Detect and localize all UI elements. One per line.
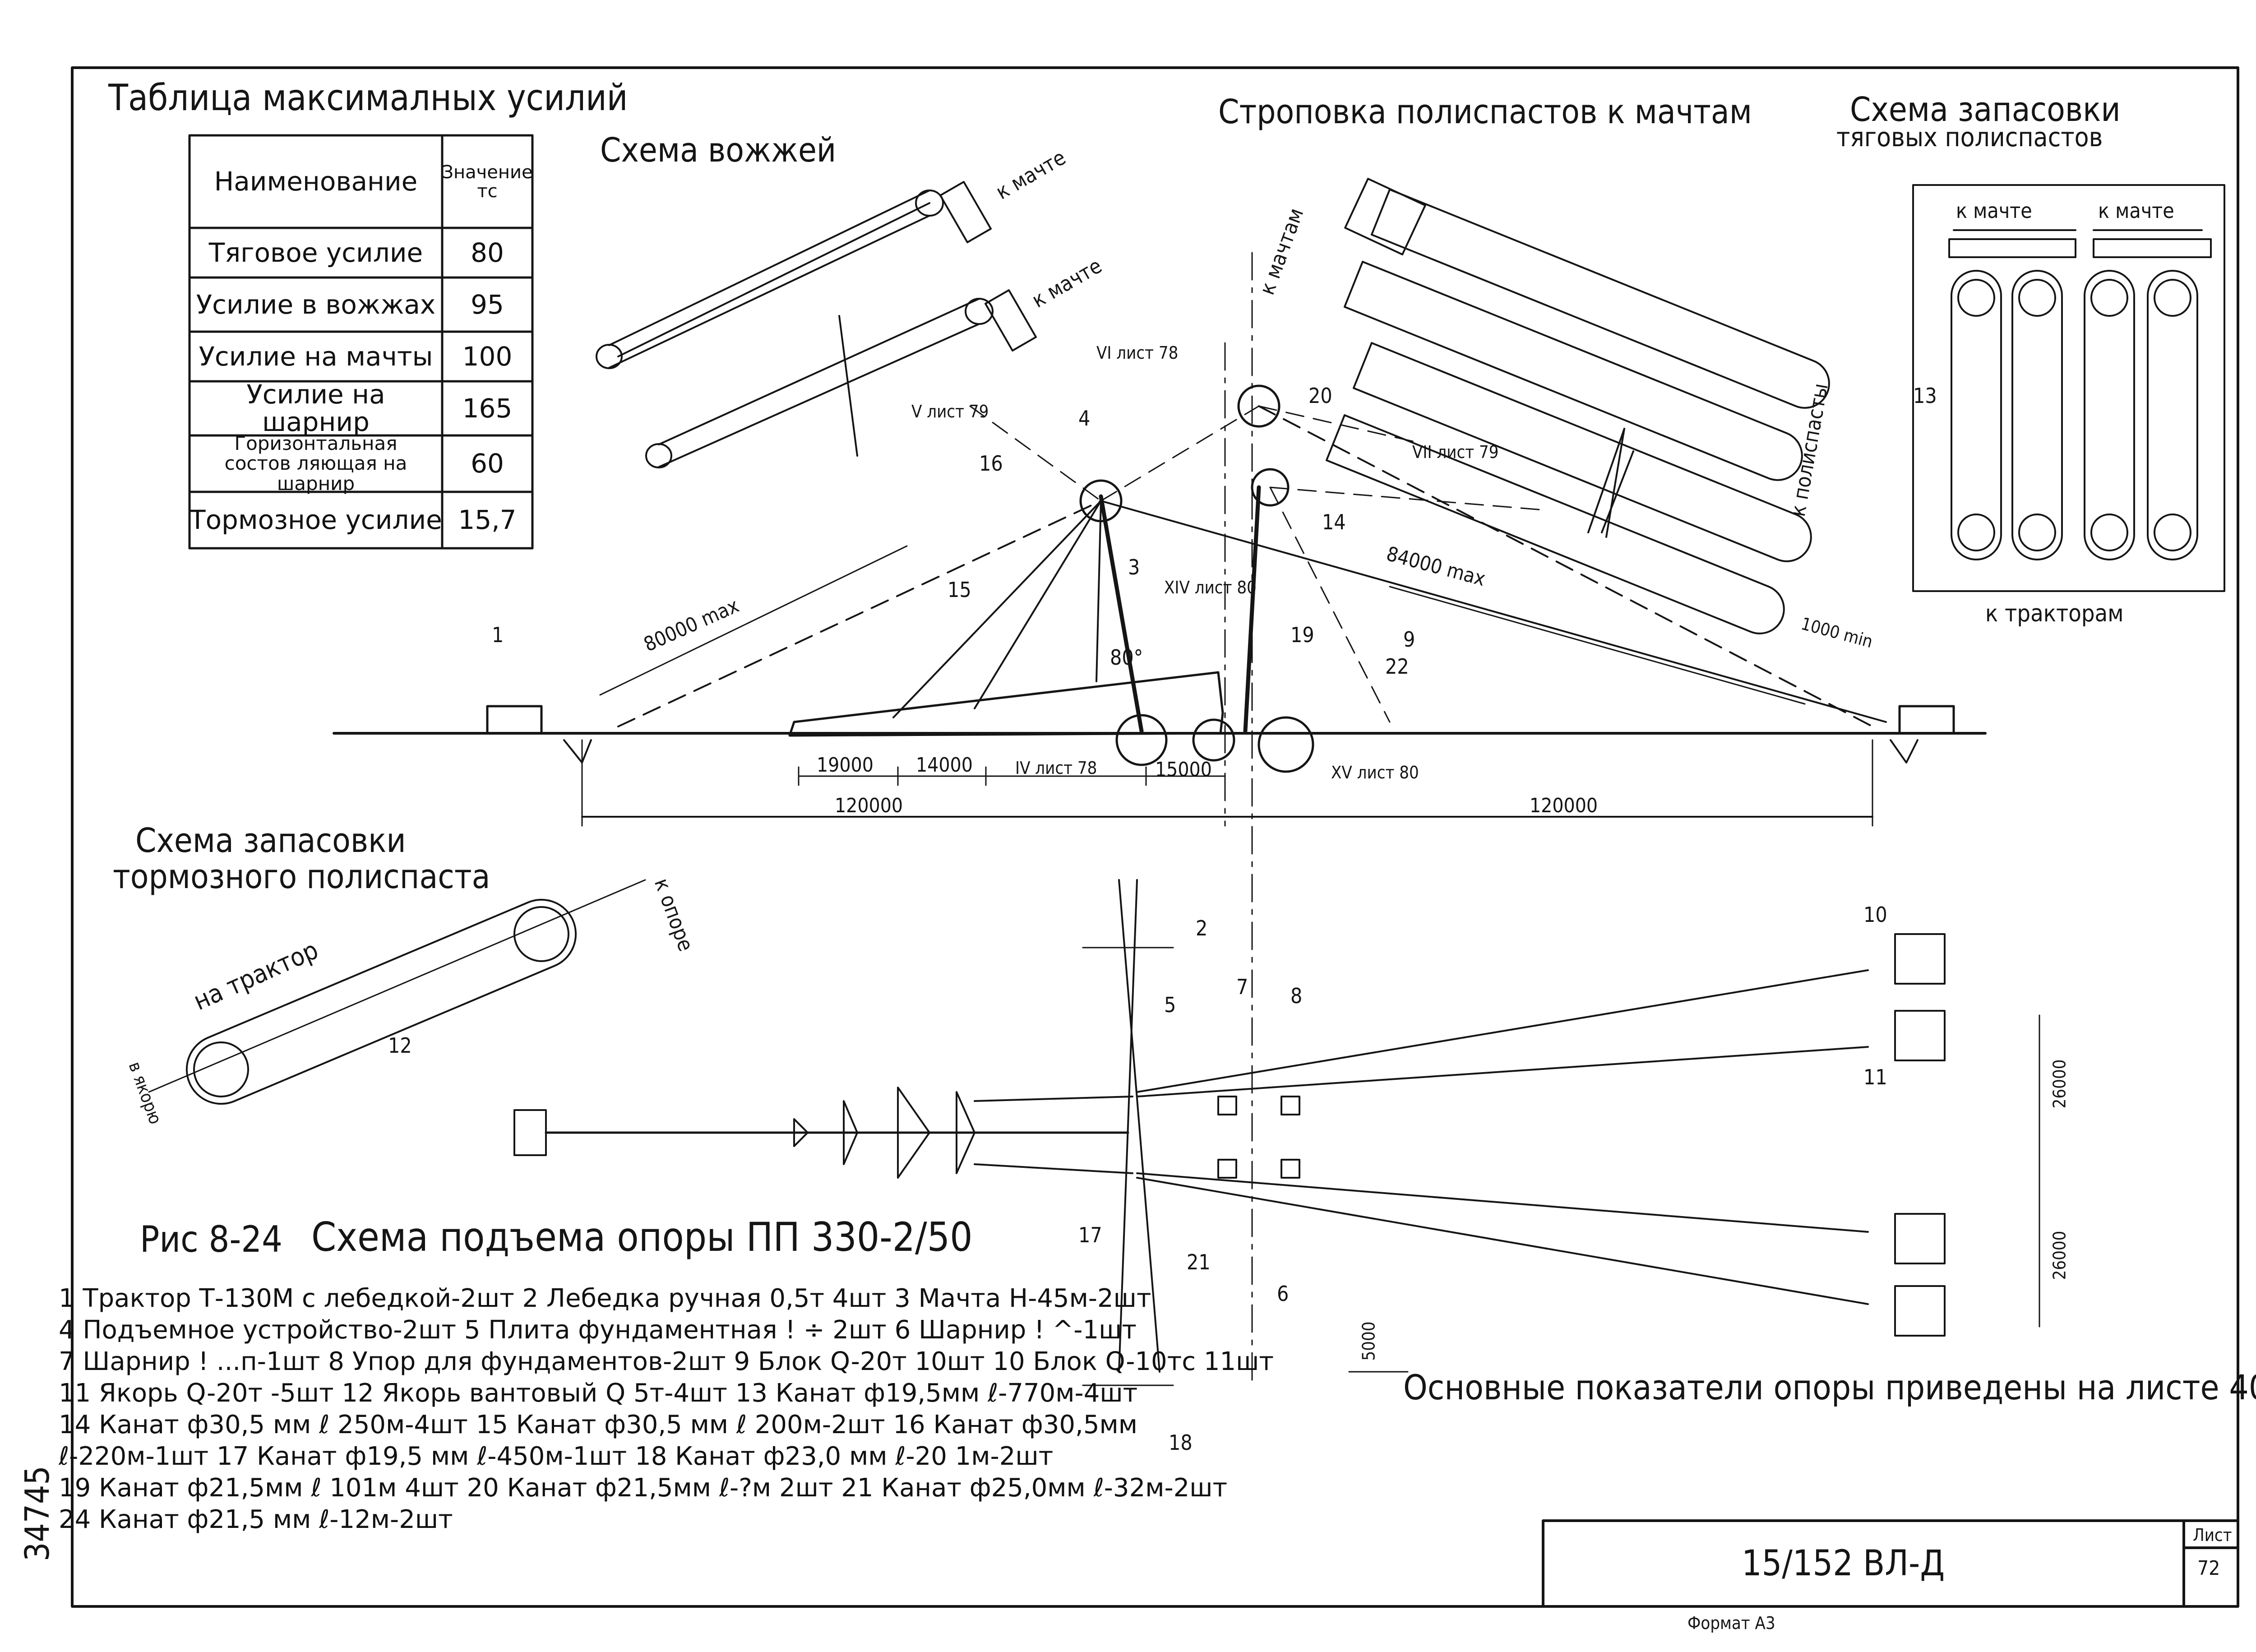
sling-scheme-title: Строповка полиспастов к мачтам <box>1218 93 1752 131</box>
table-header-name: Наименование <box>214 166 418 197</box>
callout-22: 22 <box>1385 654 1409 679</box>
plan-view <box>513 879 2040 1386</box>
table-row-4-value: 165 <box>462 393 513 424</box>
reins-scheme-title: Схема вожжей <box>600 131 837 170</box>
callout-11: 11 <box>1863 1065 1887 1089</box>
label-to-tractors: к тракторам <box>1985 600 2124 627</box>
ref-v: V лист 79 <box>911 402 989 421</box>
table-row-3-value: 100 <box>462 341 513 372</box>
table-row-5-value: 60 <box>471 448 504 479</box>
callout-12: 12 <box>388 1033 412 1058</box>
table-row-6-value: 15,7 <box>458 504 517 536</box>
reins-scheme <box>596 181 1037 468</box>
traction-rope-left <box>617 500 1102 727</box>
mast-head-right <box>1251 468 1290 507</box>
label-to-mast-4: к мачте <box>2098 199 2174 223</box>
callout-17: 17 <box>1078 1223 1102 1247</box>
ref-xiv: XIV лист 80 <box>1164 578 1257 597</box>
sheet-number: 72 <box>2197 1557 2220 1580</box>
figure-title: Схема подъема опоры ПП 330-2/50 <box>311 1214 973 1260</box>
callout-6: 6 <box>1277 1282 1289 1306</box>
table-header-value: Значение тс <box>442 162 533 202</box>
dim-5000: 5000 <box>1359 1321 1379 1361</box>
callout-13: 13 <box>1913 384 1937 408</box>
brake-reeving-title-1: Схема запасовки <box>135 821 406 860</box>
callout-7: 7 <box>1236 975 1248 999</box>
sheet-frame <box>71 66 2239 1608</box>
ref-iv: IV лист 78 <box>1015 758 1097 778</box>
table-row-4-name: Усилие на шарнир <box>246 379 385 437</box>
brake-reeving-scheme <box>148 879 646 1105</box>
legend-line-6: ℓ-220м-1шт 17 Канат ф19,5 мм ℓ-450м-1шт … <box>59 1442 1054 1471</box>
table-row-1-name: Тяговое усилие <box>208 237 423 268</box>
mast-right <box>1243 485 1261 733</box>
callout-8: 8 <box>1290 984 1303 1008</box>
table-row-3-name: Усилие на мачты <box>199 341 433 372</box>
tractor-right-elev <box>1898 705 1955 735</box>
legend-line-8: 24 Канат ф21,5 мм ℓ-12м-2шт <box>59 1505 453 1534</box>
dim-26000-a: 26000 <box>2049 1059 2070 1109</box>
drawing-code: 15/152 ВЛ-Д <box>1742 1543 1945 1584</box>
table-row-2-value: 95 <box>471 289 504 320</box>
legend-line-5: 14 Канат ф30,5 мм ℓ 250м-4шт 15 Канат ф3… <box>59 1410 1137 1439</box>
tractor-left-elev <box>486 705 543 735</box>
format-label: Формат А3 <box>1687 1613 1775 1633</box>
table-row-2-name: Усилие в вожжах <box>196 289 436 320</box>
mast-left <box>1099 494 1144 733</box>
callout-21: 21 <box>1187 1250 1211 1274</box>
callout-18: 18 <box>1169 1430 1193 1455</box>
legend-line-4: 11 Якорь Q-20т -5шт 12 Якорь вантовый Q … <box>59 1379 1138 1408</box>
dim-15000: 15000 <box>1155 758 1212 781</box>
callout-2: 2 <box>1196 916 1208 940</box>
archive-number: 34745 <box>18 1466 57 1561</box>
legend-line-2: 4 Подъемное устройство-2шт 5 Плита фунда… <box>59 1315 1137 1345</box>
table-row-1-value: 80 <box>471 237 504 268</box>
table-row-5-name: Горизонтальная состов ляющая на шарнир <box>224 432 407 495</box>
support-truss-lying <box>788 671 1224 737</box>
callout-15: 15 <box>948 578 971 602</box>
brake-reeving-title-2: тормозного полиспаста <box>113 857 490 896</box>
callout-20: 20 <box>1308 384 1332 408</box>
ref-vii: VII лист 79 <box>1412 442 1499 462</box>
hinge-circle-1 <box>1115 714 1168 766</box>
dim-14000: 14000 <box>916 754 973 777</box>
callout-1: 1 <box>492 623 504 647</box>
label-angle: 80° <box>1110 645 1143 670</box>
figure-number: Рис 8-24 <box>140 1218 282 1260</box>
label-to-mast-3: к мачте <box>1956 199 2032 223</box>
callout-10: 10 <box>1863 902 1887 927</box>
callout-9: 9 <box>1403 627 1415 652</box>
forces-table-title: Таблица максималных усилий <box>108 77 628 119</box>
pulley-sling-scheme <box>1326 178 1830 634</box>
legend-line-3: 7 Шарнир ! ...п-1шт 8 Упор для фундамент… <box>59 1347 1274 1376</box>
forces-table-grid <box>188 134 534 550</box>
dim-19000: 19000 <box>817 754 874 777</box>
callout-19: 19 <box>1290 623 1314 647</box>
hinge-circle-2 <box>1192 718 1235 762</box>
traction-reeving-title-2: тяговых полиспастов <box>1836 122 2103 153</box>
dim-26000-b: 26000 <box>2049 1231 2070 1280</box>
callout-4: 4 <box>1078 406 1091 430</box>
dim-120000-right: 120000 <box>1530 794 1598 817</box>
ref-vi: VI лист 78 <box>1096 343 1179 363</box>
callout-3: 3 <box>1128 555 1140 579</box>
callout-16: 16 <box>979 451 1003 476</box>
ref-xv: XV лист 80 <box>1331 763 1419 782</box>
title-block <box>1542 1519 2239 1608</box>
traction-reeving-title-1: Схема запасовки <box>1850 90 2121 129</box>
callout-5: 5 <box>1164 993 1176 1017</box>
traction-rope-right <box>1100 500 1887 723</box>
legend-line-1: 1 Трактор Т-130М с лебедкой-2шт 2 Лебедк… <box>59 1284 1151 1313</box>
hinge-circle-3 <box>1257 716 1314 773</box>
sheet-label: Лист <box>2193 1525 2232 1545</box>
traction-reeving-scheme <box>1912 184 2225 592</box>
callout-14: 14 <box>1322 510 1346 534</box>
legend-line-7: 19 Канат ф21,5мм ℓ 101м 4шт 20 Канат ф21… <box>59 1473 1228 1503</box>
table-row-6-name: Тормозное усилие <box>190 504 442 536</box>
block-top <box>1237 384 1281 428</box>
dim-120000-left: 120000 <box>835 794 903 817</box>
main-indicators-note: Основные показатели опоры приведены на л… <box>1403 1367 2256 1407</box>
